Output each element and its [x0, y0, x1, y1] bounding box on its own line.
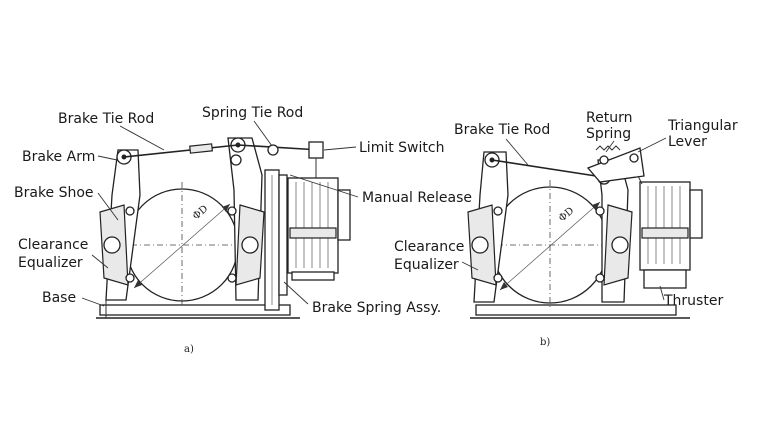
figure-b-base — [470, 304, 690, 319]
label-b-triangular-lever-line2: Lever — [668, 134, 707, 150]
label-a-spring-tie-rod: Spring Tie Rod — [202, 105, 303, 121]
figure-b-left-brake-shoe — [467, 204, 503, 286]
figure-a-base — [96, 296, 300, 319]
label-b-clearance-equalizer-line2: Equalizer — [394, 257, 459, 273]
label-b-triangular-lever-line1: Triangular — [667, 118, 738, 134]
label-a-clearance-equalizer-line1: Clearance — [18, 237, 88, 253]
label-a-limit-switch: Limit Switch — [359, 140, 444, 156]
caption-a: a) — [184, 344, 194, 355]
label-b-return-spring-line1: Return — [586, 110, 632, 126]
figure-b-leaders — [461, 137, 667, 301]
figure-b-triangular-lever — [586, 147, 645, 183]
label-b-thruster: Thruster — [663, 293, 723, 309]
label-b-return-spring-line2: Spring — [586, 126, 631, 142]
label-a-manual-release: Manual Release — [362, 190, 472, 206]
label-a-brake-arm: Brake Arm — [22, 149, 95, 165]
label-a-clearance-equalizer-line2: Equalizer — [18, 255, 83, 271]
label-b-clearance-equalizer-line1: Clearance — [394, 239, 464, 255]
figure-b-right-brake-shoe — [595, 204, 633, 286]
figure-b-thruster — [637, 175, 703, 289]
figure-a-right-brake-shoe — [227, 204, 265, 286]
label-a-base: Base — [42, 290, 76, 306]
label-b-brake-tie-rod: Brake Tie Rod — [454, 122, 550, 138]
figure-b-brake-tie-rod — [491, 159, 597, 177]
figure-b-return-spring — [595, 145, 621, 151]
figure-a-manual-release — [287, 177, 351, 281]
figure-b-drawing: ΦD — [461, 137, 703, 319]
figure-a-drawing: ΦD — [81, 120, 359, 319]
figure-a-limit-switch — [308, 141, 324, 178]
figure-a-brake-tie-rod — [123, 143, 239, 158]
figure-a-spring-tie-rod — [237, 144, 321, 156]
label-a-brake-shoe: Brake Shoe — [14, 185, 94, 201]
label-a-brake-tie-rod: Brake Tie Rod — [58, 111, 154, 127]
label-a-brake-spring-assy: Brake Spring Assy. — [312, 300, 441, 316]
figure-a-leaders — [81, 120, 359, 307]
figure-a-left-brake-shoe — [99, 204, 135, 286]
caption-b: b) — [540, 337, 550, 348]
figure-a-brake-spring-assy — [264, 169, 288, 311]
